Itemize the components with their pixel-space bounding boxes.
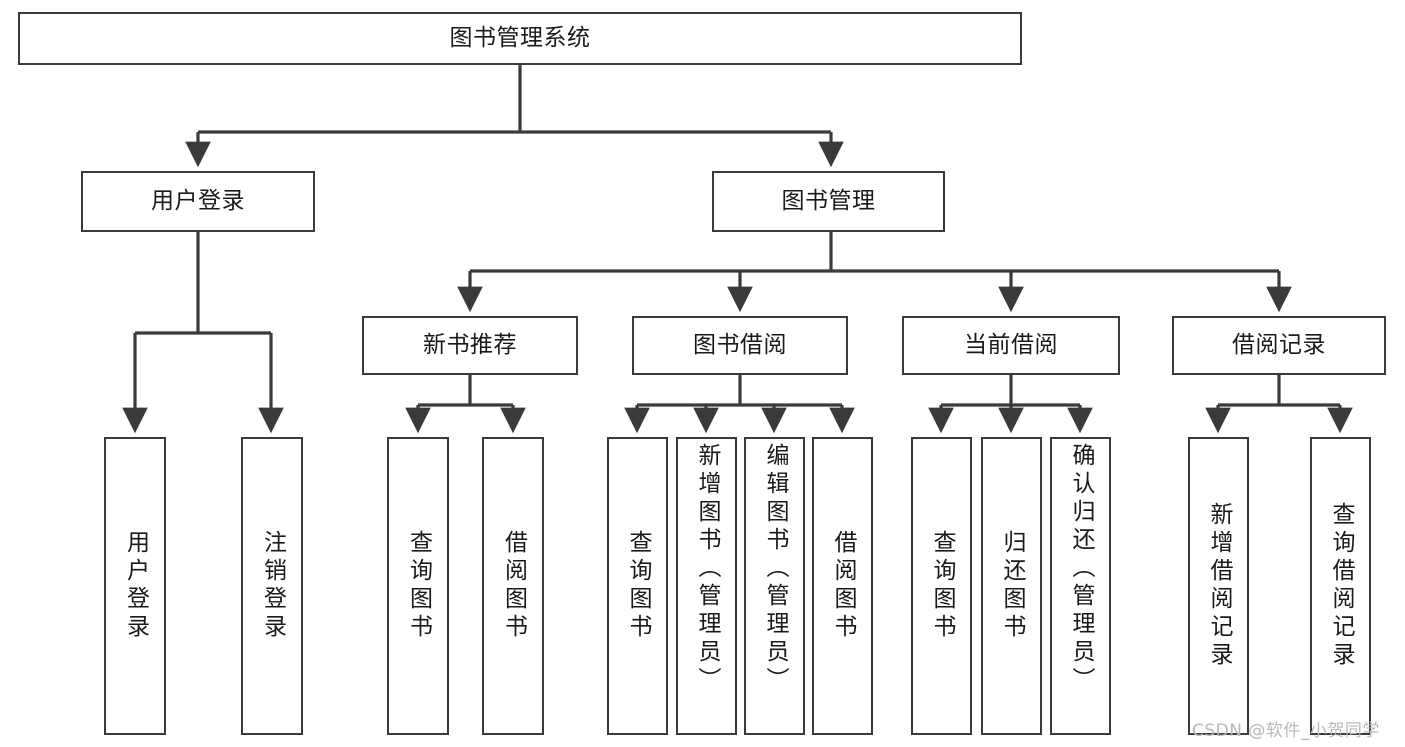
leaf-confirm-return-admin-label: 确认归还（管理员） bbox=[1068, 443, 1094, 695]
leaf-add-borrow-record[interactable]: 新增借阅记录 bbox=[1188, 437, 1249, 735]
node-new-book-recommend-label: 新书推荐 bbox=[423, 332, 517, 359]
node-current-borrow[interactable]: 当前借阅 bbox=[902, 316, 1120, 375]
node-book-borrow-label: 图书借阅 bbox=[693, 332, 787, 359]
leaf-confirm-return-admin[interactable]: 确认归还（管理员） bbox=[1050, 437, 1111, 735]
leaf-borrow-book-label: 借阅图书 bbox=[830, 530, 856, 642]
leaf-user-logout-label: 注销登录 bbox=[259, 530, 286, 642]
csdn-watermark: CSDN @软件_小贺同学 bbox=[1192, 721, 1380, 741]
leaf-query-book[interactable]: 查询图书 bbox=[607, 437, 668, 735]
leaf-query-book-recommend-label: 查询图书 bbox=[405, 530, 432, 642]
leaf-user-logout[interactable]: 注销登录 bbox=[241, 437, 303, 735]
node-borrow-record-label: 借阅记录 bbox=[1232, 332, 1326, 359]
leaf-add-book-admin[interactable]: 新增图书（管理员） bbox=[676, 437, 737, 735]
node-new-book-recommend[interactable]: 新书推荐 bbox=[362, 316, 578, 375]
leaf-borrow-book[interactable]: 借阅图书 bbox=[812, 437, 873, 735]
node-user-login-label: 用户登录 bbox=[151, 188, 245, 215]
leaf-return-book-label: 归还图书 bbox=[999, 530, 1025, 642]
leaf-query-borrow-record-label: 查询借阅记录 bbox=[1328, 502, 1354, 670]
leaf-user-login[interactable]: 用户登录 bbox=[104, 437, 166, 735]
leaf-query-book-label: 查询图书 bbox=[625, 530, 651, 642]
leaf-edit-book-admin[interactable]: 编辑图书（管理员） bbox=[744, 437, 805, 735]
node-root[interactable]: 图书管理系统 bbox=[18, 12, 1022, 65]
leaf-add-borrow-record-label: 新增借阅记录 bbox=[1206, 502, 1232, 670]
leaf-borrow-book-recommend[interactable]: 借阅图书 bbox=[482, 437, 544, 735]
leaf-return-book[interactable]: 归还图书 bbox=[981, 437, 1042, 735]
node-user-login[interactable]: 用户登录 bbox=[81, 171, 315, 232]
node-book-borrow[interactable]: 图书借阅 bbox=[632, 316, 848, 375]
node-root-label: 图书管理系统 bbox=[449, 25, 591, 52]
leaf-query-book-current[interactable]: 查询图书 bbox=[911, 437, 972, 735]
node-book-management[interactable]: 图书管理 bbox=[712, 171, 945, 232]
node-borrow-record[interactable]: 借阅记录 bbox=[1172, 316, 1386, 375]
leaf-query-borrow-record[interactable]: 查询借阅记录 bbox=[1310, 437, 1371, 735]
node-current-borrow-label: 当前借阅 bbox=[964, 332, 1058, 359]
leaf-query-book-current-label: 查询图书 bbox=[929, 530, 955, 642]
leaf-query-book-recommend[interactable]: 查询图书 bbox=[387, 437, 449, 735]
leaf-edit-book-admin-label: 编辑图书（管理员） bbox=[762, 443, 788, 695]
leaf-add-book-admin-label: 新增图书（管理员） bbox=[694, 443, 720, 695]
leaf-borrow-book-recommend-label: 借阅图书 bbox=[500, 530, 527, 642]
leaf-user-login-label: 用户登录 bbox=[122, 530, 149, 642]
node-book-management-label: 图书管理 bbox=[781, 188, 876, 215]
